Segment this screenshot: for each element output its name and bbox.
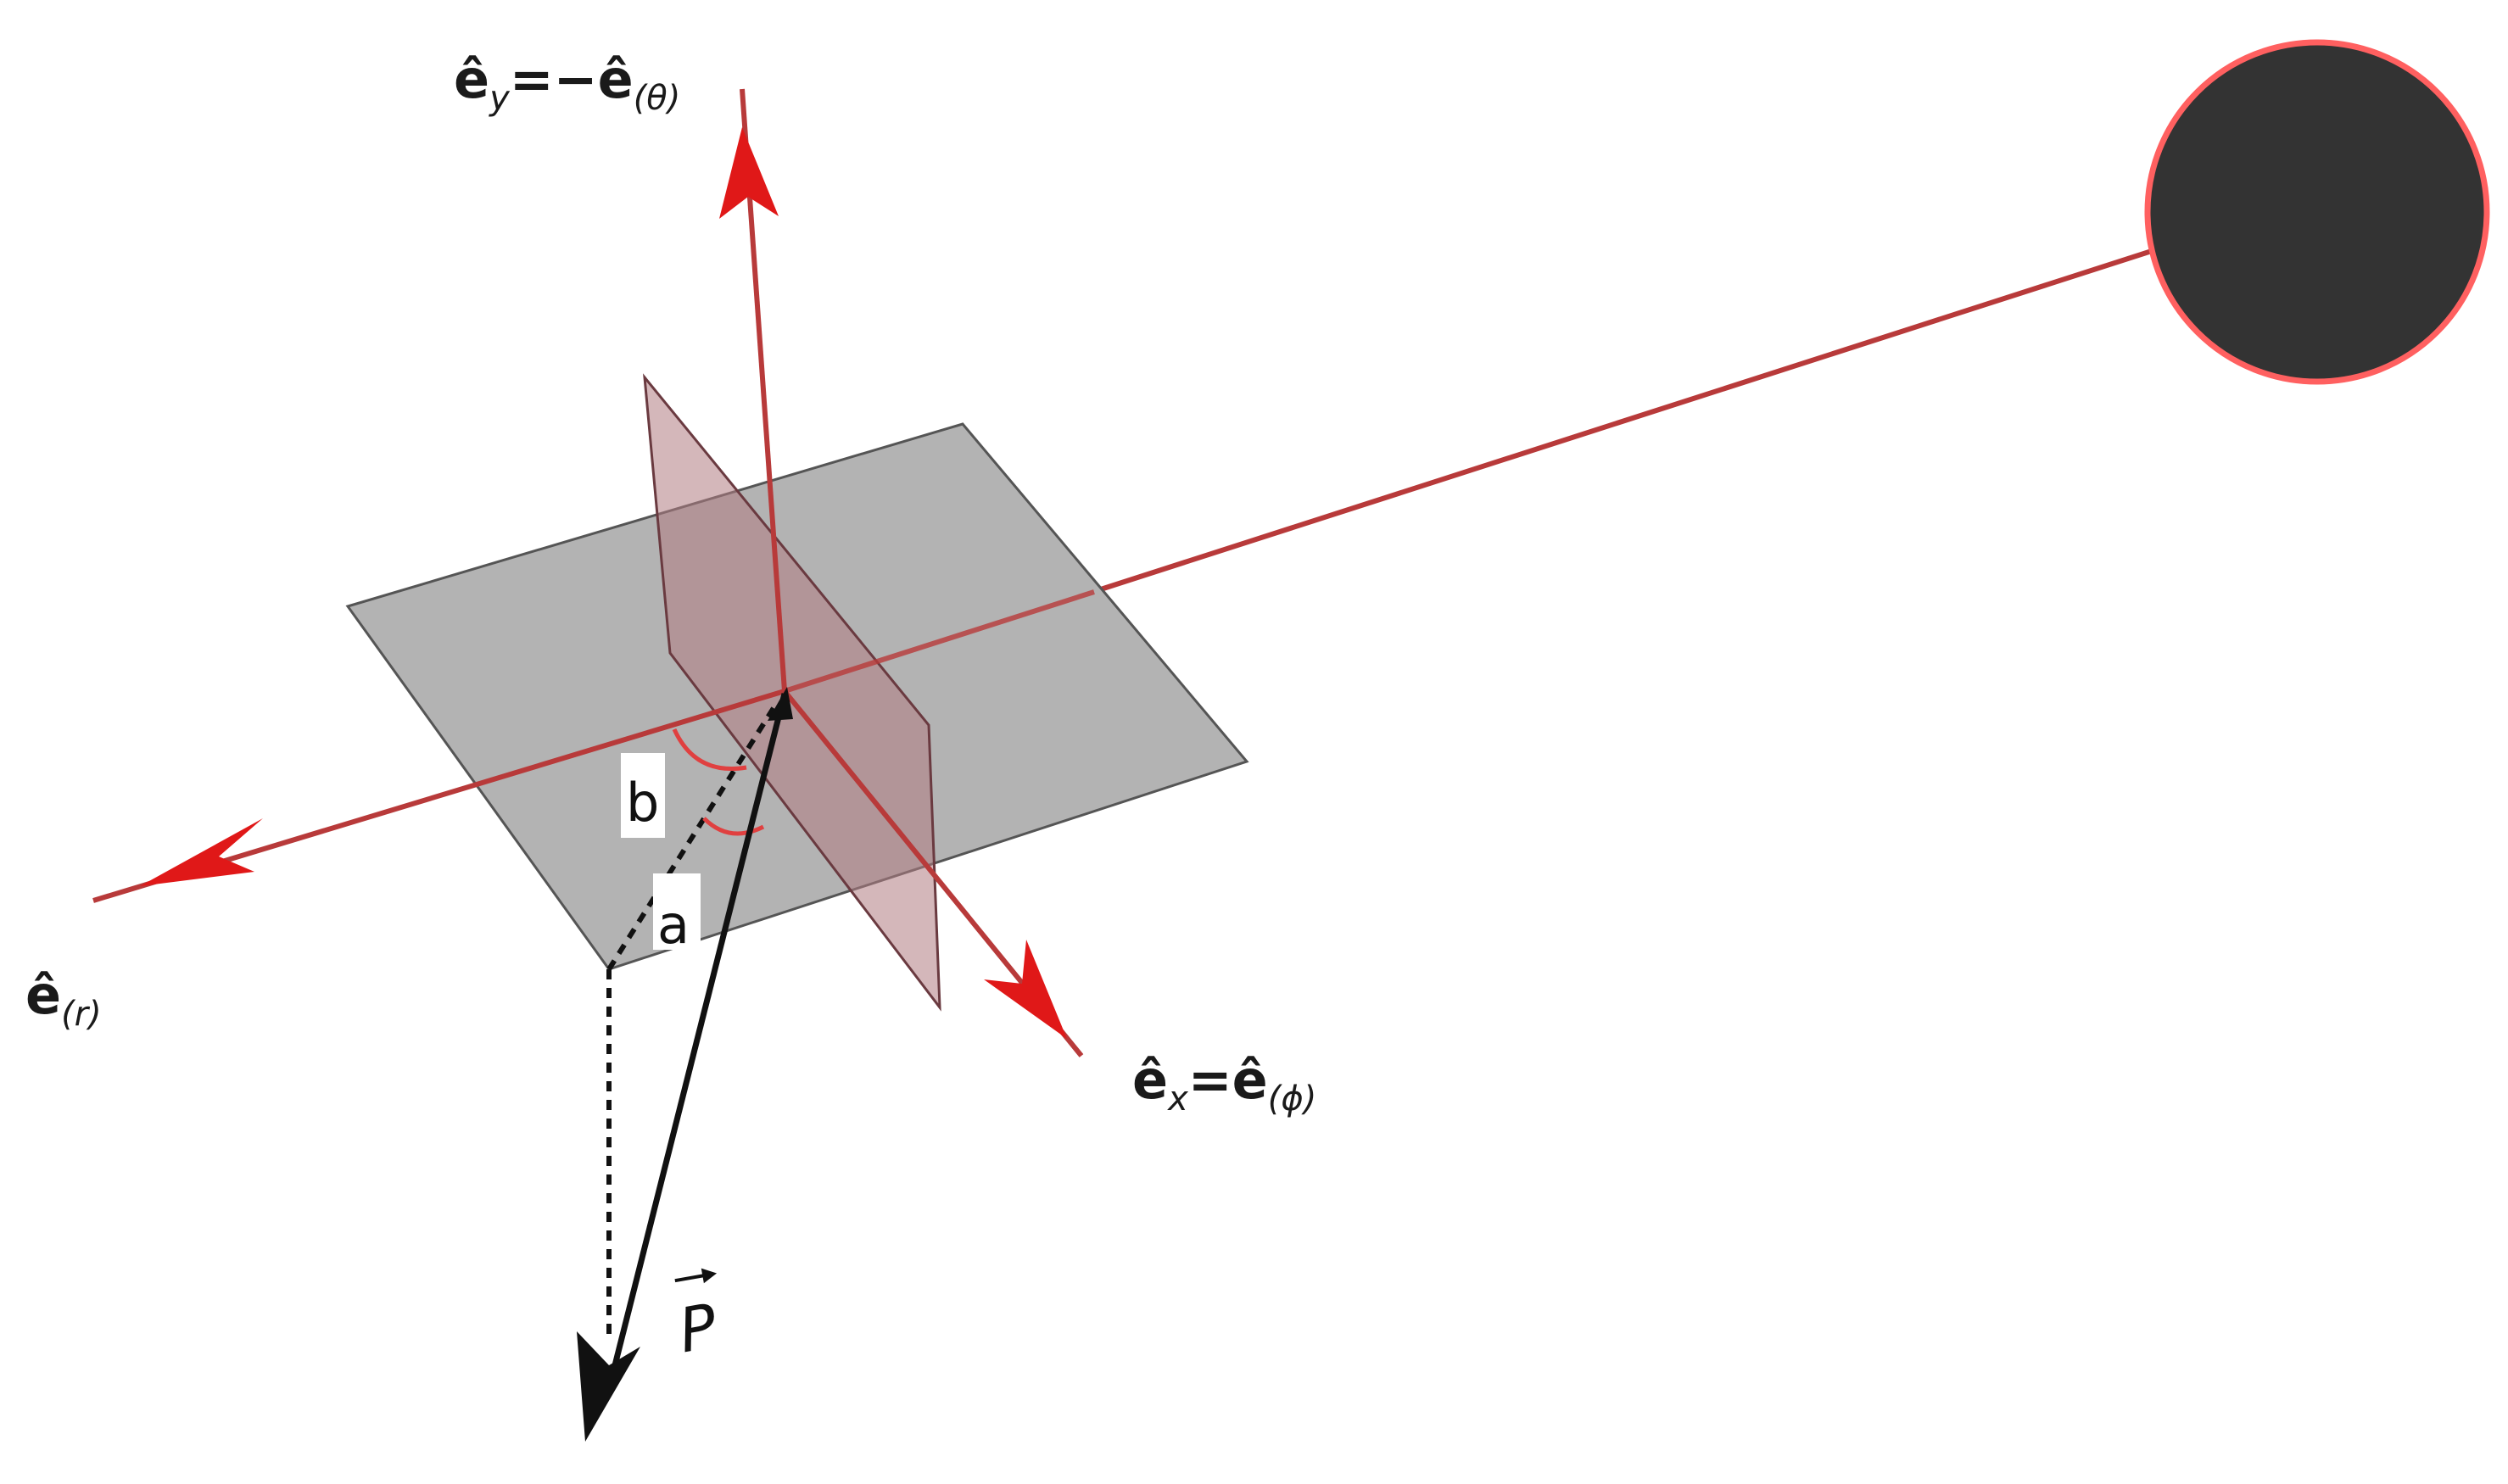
- vector-p-label-arrowhead: [701, 1268, 718, 1284]
- projection-dotted-line-plane: [606, 706, 776, 971]
- vector-p-arrowhead: [577, 1331, 640, 1442]
- angle-arc-a: [702, 817, 765, 836]
- vector-p-label: P: [673, 1290, 723, 1366]
- ex-label: êx=ê(ϕ): [1132, 1049, 1316, 1119]
- radial-line-front: [784, 589, 1095, 694]
- ey-arrowhead: [719, 127, 779, 219]
- er-label: ê(r): [25, 964, 102, 1034]
- angle-b-label-bg: [621, 753, 665, 838]
- angle-a-label: a: [657, 894, 690, 956]
- angle-a-label-bg: [653, 873, 701, 950]
- er-arrowhead: [140, 818, 263, 886]
- vector-p-line: [612, 693, 788, 1366]
- angle-arc-b: [672, 728, 747, 771]
- sphere: [2144, 39, 2490, 385]
- vertical-plane-fill: [643, 373, 941, 1012]
- vector-p-label-group: P: [673, 1268, 723, 1366]
- angle-b-label: b: [626, 772, 659, 834]
- vector-p-tail-head: [768, 687, 793, 721]
- ey-label: êy=−ê(θ): [454, 48, 680, 118]
- ex-arrowhead: [984, 940, 1067, 1039]
